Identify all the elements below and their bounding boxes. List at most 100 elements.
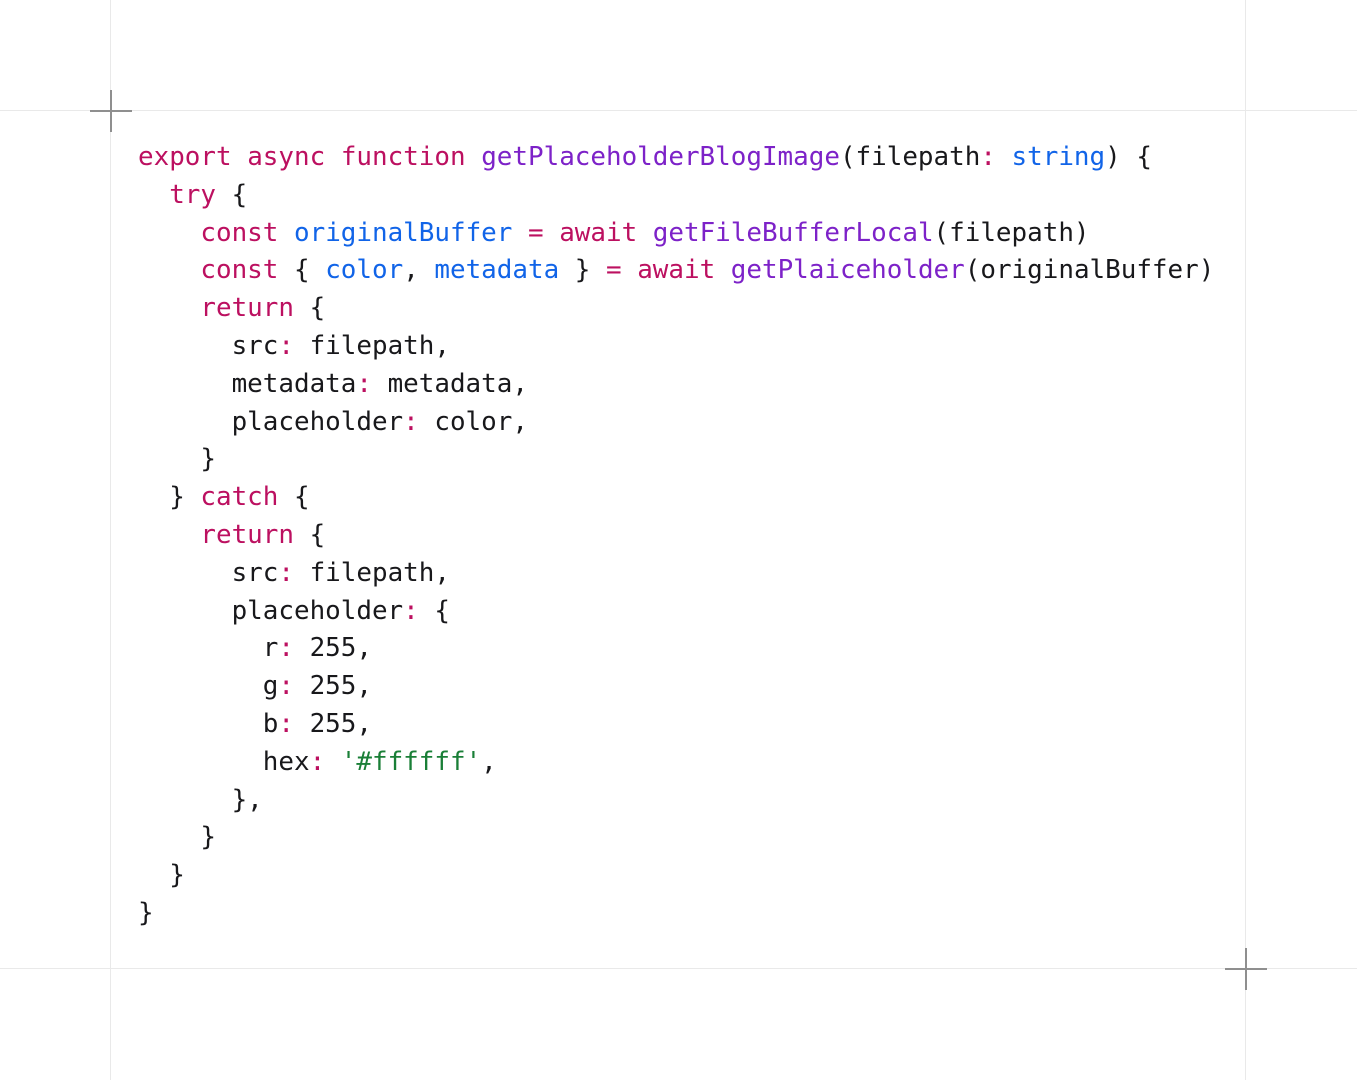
code-token-plain	[512, 218, 528, 248]
code-token-string: '#ffffff'	[340, 746, 482, 777]
code-token-plain: }	[137, 444, 216, 475]
guide-line-horizontal-bottom	[0, 968, 1357, 969]
code-token-plain: ,	[481, 746, 497, 777]
code-token-keyword: :	[278, 633, 294, 664]
code-token-keyword: :	[980, 142, 996, 173]
code-line: placeholder: color,	[138, 404, 1214, 442]
code-line: g: 255,	[138, 668, 1214, 706]
code-token-keyword: =	[527, 217, 544, 248]
code-line: src: filepath,	[138, 555, 1214, 593]
code-token-plain: src	[137, 331, 279, 362]
code-token-keyword: const	[200, 217, 279, 248]
code-token-plain: (filepath)	[933, 217, 1090, 248]
code-token-plain: }	[137, 898, 154, 929]
code-token-keyword: :	[403, 595, 419, 626]
code-token-plain	[465, 142, 481, 172]
code-block: export async function getPlaceholderBlog…	[138, 139, 1214, 933]
code-token-keyword: :	[356, 368, 372, 399]
code-token-plain: src	[137, 557, 279, 588]
code-token-plain	[138, 180, 169, 210]
code-token-plain: ) {	[1105, 142, 1152, 173]
code-line: metadata: metadata,	[138, 366, 1214, 404]
code-token-plain: b	[137, 709, 279, 740]
code-token-keyword: try	[169, 179, 216, 210]
code-token-variable: string	[1011, 142, 1106, 173]
code-token-plain	[231, 142, 247, 172]
code-token-keyword: :	[278, 671, 294, 702]
code-token-function: getFileBufferLocal	[652, 217, 934, 248]
code-token-plain: (originalBuffer)	[964, 255, 1215, 286]
code-token-plain: 255,	[293, 633, 372, 664]
code-token-plain	[996, 142, 1012, 172]
code-token-keyword: catch	[200, 482, 279, 513]
code-line: src: filepath,	[138, 328, 1214, 366]
code-token-plain	[325, 142, 341, 172]
code-token-keyword: :	[403, 406, 419, 437]
code-line: const originalBuffer = await getFileBuff…	[138, 215, 1214, 253]
code-token-plain	[138, 520, 200, 550]
code-line: const { color, metadata } = await getPla…	[138, 253, 1214, 291]
code-token-plain: {	[418, 595, 450, 626]
code-token-keyword: =	[605, 255, 622, 286]
crop-mark-icon-top-left	[89, 89, 132, 132]
code-token-variable: color	[325, 255, 404, 286]
code-line: placeholder: {	[138, 593, 1214, 631]
code-token-plain: r	[137, 633, 279, 664]
code-token-keyword: :	[309, 746, 326, 777]
code-line: return {	[138, 290, 1214, 328]
code-line: return {	[138, 517, 1214, 555]
code-token-plain: placeholder	[137, 595, 404, 626]
code-line: b: 255,	[138, 706, 1214, 744]
code-token-keyword: async	[247, 142, 326, 173]
code-line: }	[138, 442, 1214, 480]
code-line: try {	[138, 177, 1214, 215]
code-token-keyword: await	[637, 255, 716, 286]
code-token-variable: metadata	[434, 255, 560, 286]
code-token-plain: },	[137, 784, 263, 815]
code-token-plain: filepath,	[293, 331, 450, 362]
code-token-plain: 255,	[293, 709, 372, 740]
code-token-plain: {	[278, 482, 310, 513]
code-line: r: 255,	[138, 631, 1214, 669]
code-token-plain: {	[293, 520, 326, 551]
code-token-keyword: export	[137, 142, 232, 173]
code-token-plain: placeholder	[137, 406, 404, 437]
code-token-plain	[138, 218, 200, 248]
code-line: }	[138, 820, 1214, 858]
code-token-keyword: return	[200, 293, 294, 324]
code-token-plain: ,	[403, 255, 435, 286]
guide-line-horizontal-top	[0, 110, 1357, 111]
code-line: } catch {	[138, 479, 1214, 517]
code-token-plain: hex	[137, 746, 310, 777]
code-token-plain: {	[293, 293, 326, 324]
code-token-plain: }	[559, 255, 606, 286]
code-token-plain: {	[278, 255, 326, 286]
code-token-plain: g	[137, 671, 279, 702]
code-token-plain	[543, 218, 559, 248]
code-line: },	[138, 782, 1214, 820]
code-token-plain: metadata,	[371, 368, 528, 399]
code-token-plain: }	[137, 482, 201, 513]
code-token-keyword: :	[278, 709, 294, 740]
crop-mark-icon-bottom-right	[1224, 947, 1267, 990]
code-token-variable: originalBuffer	[293, 217, 513, 248]
code-token-plain: (filepath	[839, 142, 981, 173]
code-token-plain	[278, 218, 294, 248]
code-token-function: getPlaiceholder	[730, 255, 965, 286]
code-token-plain	[325, 747, 341, 777]
code-token-plain	[138, 256, 200, 286]
code-token-function: getPlaceholderBlogImage	[481, 142, 840, 173]
code-token-keyword: :	[278, 557, 294, 588]
code-token-plain: metadata	[137, 368, 357, 399]
code-line: hex: '#ffffff',	[138, 744, 1214, 782]
code-token-keyword: const	[200, 255, 279, 286]
code-token-keyword: await	[559, 217, 638, 248]
code-token-plain: 255,	[293, 671, 372, 702]
code-token-plain: }	[137, 860, 185, 891]
code-token-plain	[138, 293, 200, 323]
code-token-plain	[637, 218, 653, 248]
code-token-plain: {	[215, 179, 248, 210]
code-token-plain: }	[137, 822, 216, 853]
code-line: export async function getPlaceholderBlog…	[138, 139, 1214, 177]
